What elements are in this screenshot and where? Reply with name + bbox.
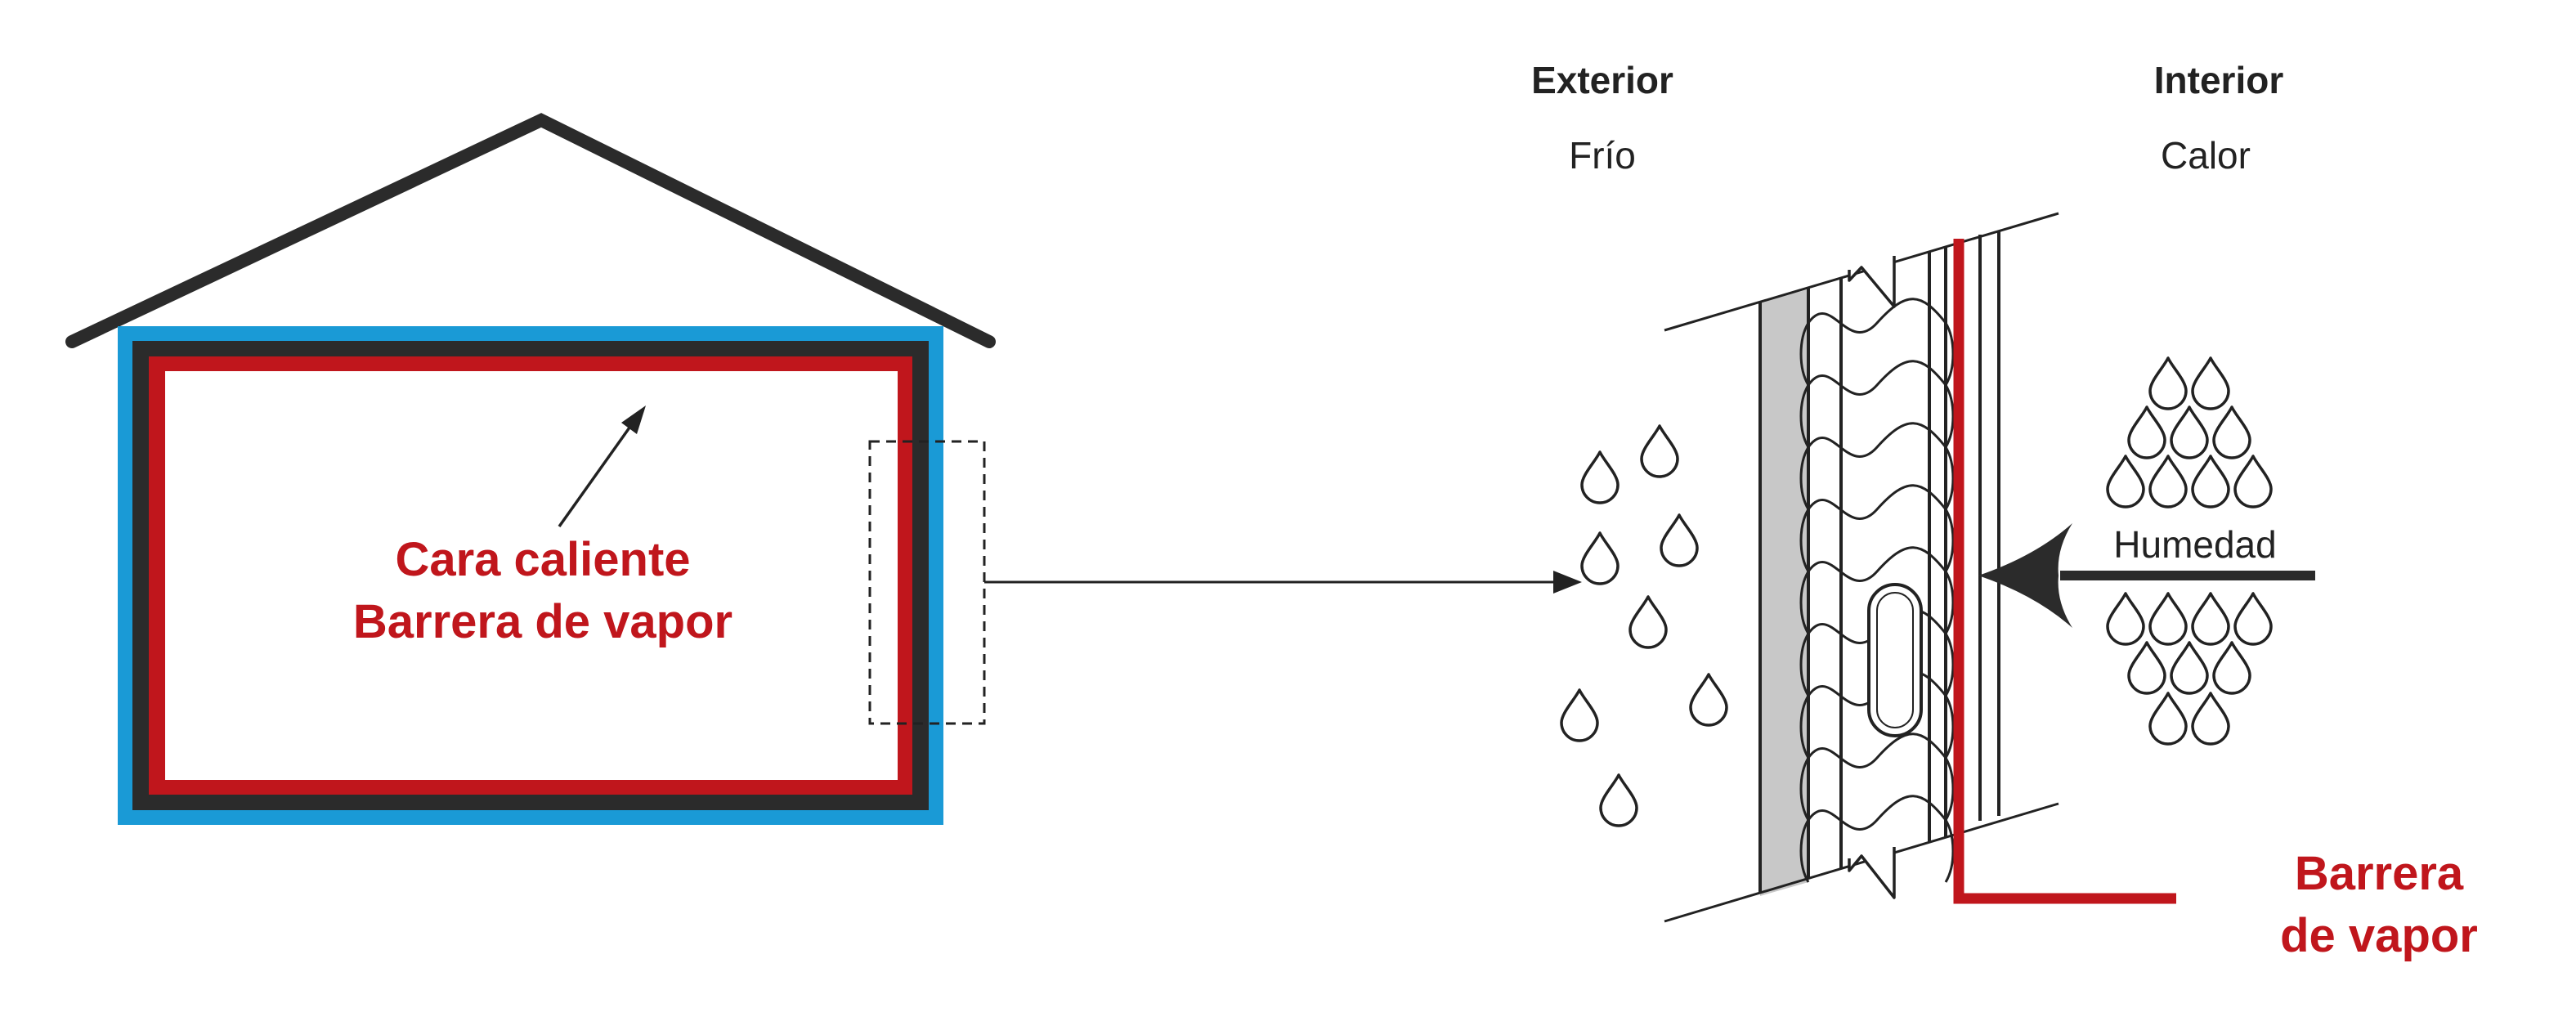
electrical-box <box>1867 583 1923 737</box>
droplet-icon <box>2106 455 2145 509</box>
droplet-icon <box>2148 356 2188 410</box>
exterior-droplets <box>1560 424 1728 827</box>
wall-sheathing <box>1760 289 1808 896</box>
droplet-icon <box>2212 641 2251 695</box>
droplet-icon <box>1660 513 1699 567</box>
insulation-wave-9 <box>1799 795 1955 883</box>
droplet-icon <box>2170 641 2209 695</box>
droplet-icon <box>2127 641 2166 695</box>
house-interior <box>165 371 898 780</box>
calor-label: Calor <box>2161 134 2251 177</box>
droplet-icon <box>1560 688 1599 742</box>
droplet-icon <box>2233 592 2273 646</box>
de-vapor-label: de vapor <box>2280 909 2478 962</box>
wall-cut-bottom <box>1664 802 2059 923</box>
insulation-wave-4 <box>1799 484 1955 572</box>
droplet-icon <box>2191 356 2230 410</box>
stud-break-bottom <box>1848 847 1896 899</box>
cara-caliente-pointer-head <box>621 405 646 434</box>
arrow-icon <box>1978 523 2072 628</box>
barrera-de-vapor-house-label: Barrera de vapor <box>352 595 733 648</box>
droplet-icon <box>2212 405 2251 459</box>
wall-vapor-barrier <box>1953 239 2176 904</box>
droplet-icon <box>2191 455 2230 509</box>
droplet-icon <box>2148 692 2188 746</box>
humidity-arrow <box>1978 523 2315 628</box>
droplet-icon <box>2106 592 2145 646</box>
barrera-label: Barrera <box>2294 847 2464 900</box>
wall-section <box>1664 212 2176 923</box>
frio-label: Frío <box>1569 134 1636 177</box>
insulation-wave-2 <box>1799 360 1955 448</box>
detail-connector-arrow <box>984 571 1582 594</box>
cara-caliente-pointer-line <box>558 420 635 528</box>
droplet-icon <box>2170 405 2209 459</box>
droplet-icon <box>1580 531 1620 585</box>
droplet-icon <box>2127 405 2166 459</box>
droplet-icon <box>1689 673 1728 727</box>
droplet-icon <box>2148 455 2188 509</box>
droplet-icon <box>1599 773 1638 827</box>
droplet-icon <box>1640 424 1679 478</box>
insulation-wave-5 <box>1799 546 1955 634</box>
connector-arrow-head <box>1553 571 1582 594</box>
wall-cut-top <box>1664 212 2059 332</box>
droplet-icon <box>2191 592 2230 646</box>
house-roof <box>65 113 996 348</box>
humedad-label: Humedad <box>2113 523 2277 566</box>
insulation-wave-8 <box>1799 733 1955 821</box>
droplet-icon <box>2233 455 2273 509</box>
droplet-icon <box>2148 592 2188 646</box>
droplet-icon <box>1628 595 1668 649</box>
insulation-wave-1 <box>1799 298 1955 386</box>
stud-break-top <box>1848 256 1896 308</box>
interior-heading: Interior <box>2153 59 2284 101</box>
droplet-icon <box>2191 692 2230 746</box>
wall-insulation-waves <box>1799 298 1955 883</box>
exterior-heading: Exterior <box>1531 59 1673 101</box>
droplet-icon <box>1580 450 1620 504</box>
house <box>65 113 996 825</box>
electrical-box-inner <box>1876 592 1914 728</box>
insulation-wave-3 <box>1799 422 1955 510</box>
cara-caliente-label: Cara caliente <box>395 533 691 586</box>
detail-selection-box <box>868 440 986 725</box>
